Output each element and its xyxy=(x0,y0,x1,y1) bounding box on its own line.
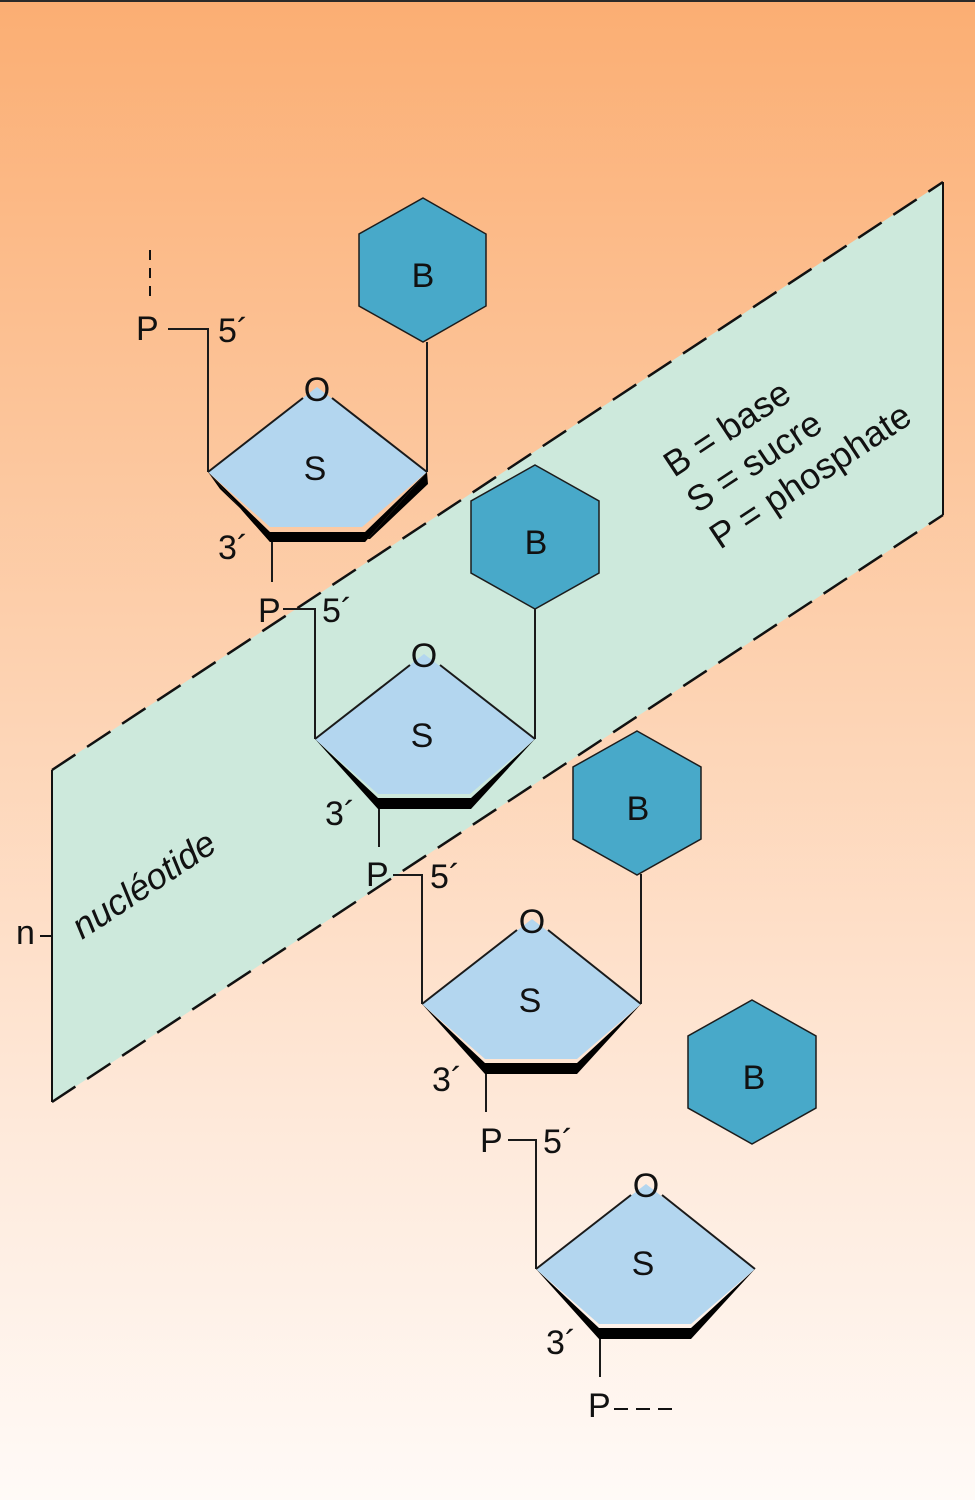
phosphate-link-4: P 5´ xyxy=(480,1122,573,1269)
phosphate-label: P xyxy=(136,310,159,348)
sugar-label: S xyxy=(519,982,542,1020)
terminal-phosphate-label: P xyxy=(588,1387,611,1425)
phosphate-link-1: P 5´ xyxy=(136,310,248,472)
phosphate-label: P xyxy=(258,592,281,630)
five-prime-label: 5´ xyxy=(543,1123,573,1161)
five-prime-label: 5´ xyxy=(218,312,248,350)
three-prime-label: 3´ xyxy=(546,1324,576,1362)
phosphate-label: P xyxy=(366,856,389,894)
phosphate-link-2: P 5´ xyxy=(258,592,352,739)
base-hexagon xyxy=(470,464,600,610)
base-label: B xyxy=(412,257,435,295)
ring-oxygen-label: O xyxy=(519,903,545,941)
sugar-label: S xyxy=(411,717,434,755)
base-hexagon xyxy=(358,197,487,343)
nucleotide-1: P 5´ O S 3´ B xyxy=(136,197,487,582)
five-prime-label: 5´ xyxy=(430,858,460,896)
nucleotide-3: P 5´ O S 3´ B xyxy=(366,730,702,1112)
band-count-label: n xyxy=(16,914,35,952)
three-prime-label: 3´ xyxy=(325,795,355,833)
ring-oxygen-label: O xyxy=(411,637,437,675)
base-hexagon xyxy=(687,999,817,1145)
terminal-phosphate: P xyxy=(588,1387,678,1425)
base-hexagon xyxy=(572,730,702,876)
three-prime-label: 3´ xyxy=(432,1061,462,1099)
sugar-ring xyxy=(315,654,535,794)
ring-oxygen-label: O xyxy=(304,371,330,409)
sugar-ring xyxy=(422,919,641,1059)
base-label: B xyxy=(627,790,650,828)
sugar-ring xyxy=(536,1184,755,1324)
phosphate-link-3: P 5´ xyxy=(366,856,460,1004)
nucleotide-band: n nucléotide xyxy=(16,180,944,1104)
sugar-label: S xyxy=(632,1245,655,1283)
sugar-label: S xyxy=(304,450,327,488)
nucleotide-4: P 5´ O S 3´ B xyxy=(480,999,817,1377)
ring-oxygen-label: O xyxy=(633,1167,659,1205)
base-label: B xyxy=(743,1059,766,1097)
sugar-ring xyxy=(208,387,427,527)
base-label: B xyxy=(525,524,548,562)
three-prime-label: 3´ xyxy=(218,529,248,567)
five-prime-label: 5´ xyxy=(322,592,352,630)
nucleotide-2: P 5´ O S 3´ B xyxy=(258,464,600,847)
phosphate-label: P xyxy=(480,1122,503,1160)
